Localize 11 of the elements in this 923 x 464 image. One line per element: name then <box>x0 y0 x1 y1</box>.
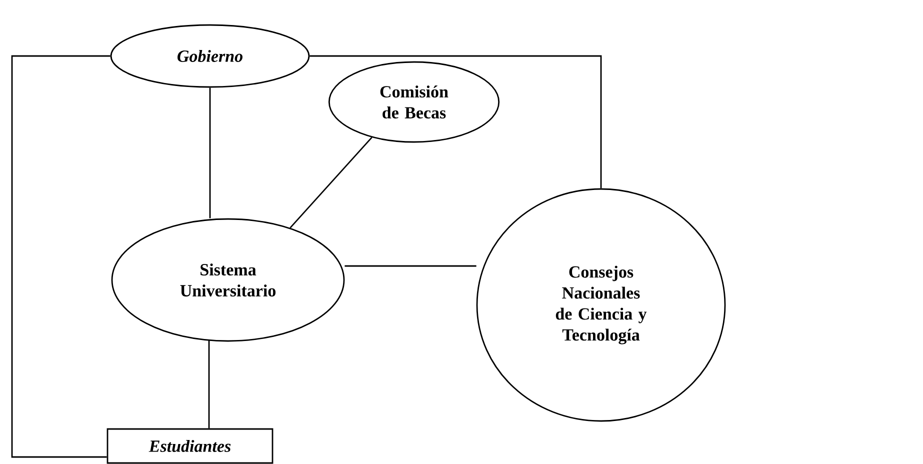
connector-line <box>209 88 211 218</box>
ellipse-node: Comisión de Becas <box>328 61 500 143</box>
connector-line <box>11 55 110 458</box>
connector-line <box>310 55 602 188</box>
connector-line <box>208 340 210 428</box>
ellipse-node: Gobierno <box>110 24 310 88</box>
circle-node: Consejos Nacionales de Ciencia y Tecnología <box>476 188 726 422</box>
ellipse-node: Sistema Universitario <box>111 218 345 342</box>
rectangle-node: Estudiantes <box>106 428 274 464</box>
connector-line <box>344 265 476 267</box>
connector-line <box>290 136 372 228</box>
